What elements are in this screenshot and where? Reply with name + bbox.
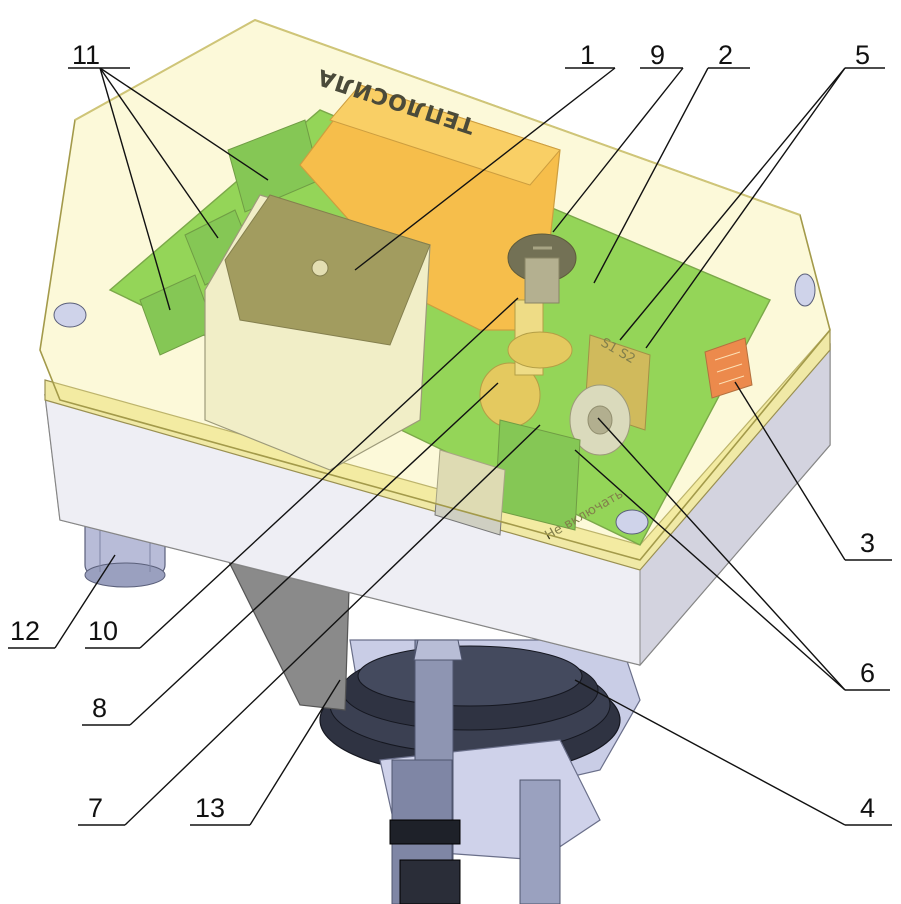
callout-3: 3 [860, 528, 875, 558]
callout-13: 13 [195, 793, 225, 823]
callout-12: 12 [10, 616, 40, 646]
valve-stem-assembly [319, 639, 641, 904]
callout-8: 8 [92, 693, 107, 723]
gear-assembly [479, 299, 573, 428]
motor [204, 194, 431, 471]
callout-6: 6 [860, 658, 875, 688]
callout-11: 11 [72, 40, 100, 70]
callout-7: 7 [88, 793, 103, 823]
callout-labels: 11 1 9 2 5 3 6 4 12 10 8 7 13 [10, 40, 875, 823]
terminal-blocks [139, 119, 321, 356]
manual-knob [507, 233, 577, 304]
callout-1: 1 [580, 40, 595, 70]
callout-5: 5 [855, 40, 870, 70]
callout-10: 10 [88, 616, 118, 646]
callout-4: 4 [860, 793, 875, 823]
dip-switch [704, 337, 753, 399]
callout-9: 9 [650, 40, 665, 70]
callout-2: 2 [718, 40, 733, 70]
cover-screws [53, 273, 816, 535]
callout-leaders [8, 67, 892, 826]
